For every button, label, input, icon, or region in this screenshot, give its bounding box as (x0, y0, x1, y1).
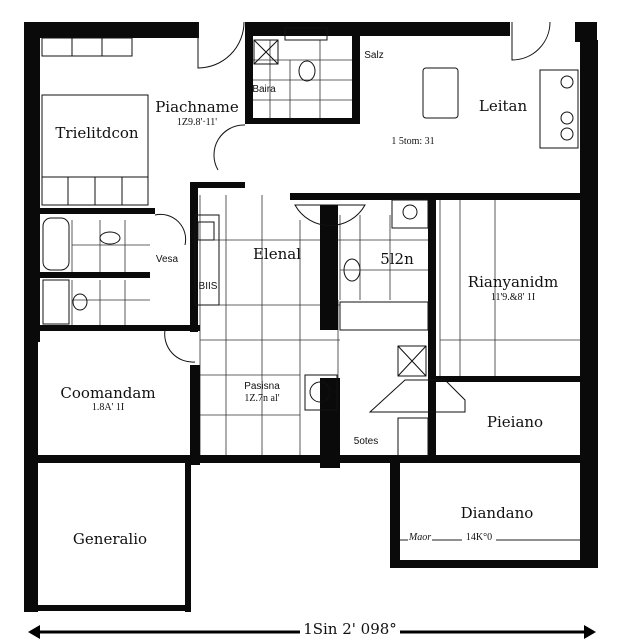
room-label-elenal: Elenal (253, 245, 301, 263)
room-label-5l2n: 5l2n (380, 250, 414, 268)
room-label-rianyanidm: Rianyanidm (468, 273, 558, 291)
room-label-diandano: Diandano (461, 504, 534, 522)
room-label-pasisna: Pasisna (244, 381, 280, 392)
doors (154, 21, 551, 363)
sink (99, 231, 121, 245)
room-dim-rianyanidm: 11'9.&8' 1I (491, 292, 535, 303)
overall-dimension-arrow (28, 625, 596, 639)
table (422, 67, 459, 119)
shower (253, 39, 279, 65)
overall-dimension-label: 1Sin 2' 098° (303, 620, 397, 638)
room-label-vesa: Vesa (156, 254, 179, 265)
tile-grid (71, 40, 580, 460)
fixtures (41, 27, 579, 457)
room-label-leitan: Leitan (479, 97, 528, 115)
room-label-5otes: 5otes (354, 436, 378, 447)
room-label-salz: Salz (364, 50, 383, 61)
room-dim-diandano: 14K°0 (466, 532, 492, 543)
room-label-piachname: Piachname (155, 98, 239, 116)
toilet (72, 293, 88, 311)
room-label-generalio: Generalio (73, 530, 147, 548)
room-label-trielitdcon: Trielitdcon (55, 124, 139, 142)
bathtub (42, 279, 70, 325)
room-label-baira: Baira (252, 84, 276, 95)
room-dim-pasisna: 1Z.7n al' (244, 393, 279, 404)
room-dim-piachname: 1Z9.8'·11' (177, 117, 217, 128)
room-note-diandano: Maor (408, 532, 431, 543)
stove (539, 69, 579, 149)
toilet (298, 60, 316, 82)
room-dim-coomandam: 1.8A' 1I (92, 402, 124, 413)
room-label-coomandam: Coomandam (60, 384, 155, 402)
walls (24, 22, 598, 612)
bathtub (42, 217, 70, 271)
room-label-biis: BIIS (199, 281, 218, 292)
room-label-pieiano: Pieiano (487, 413, 543, 431)
room-dim-leitan: 1 5tom: 31 (391, 136, 434, 147)
